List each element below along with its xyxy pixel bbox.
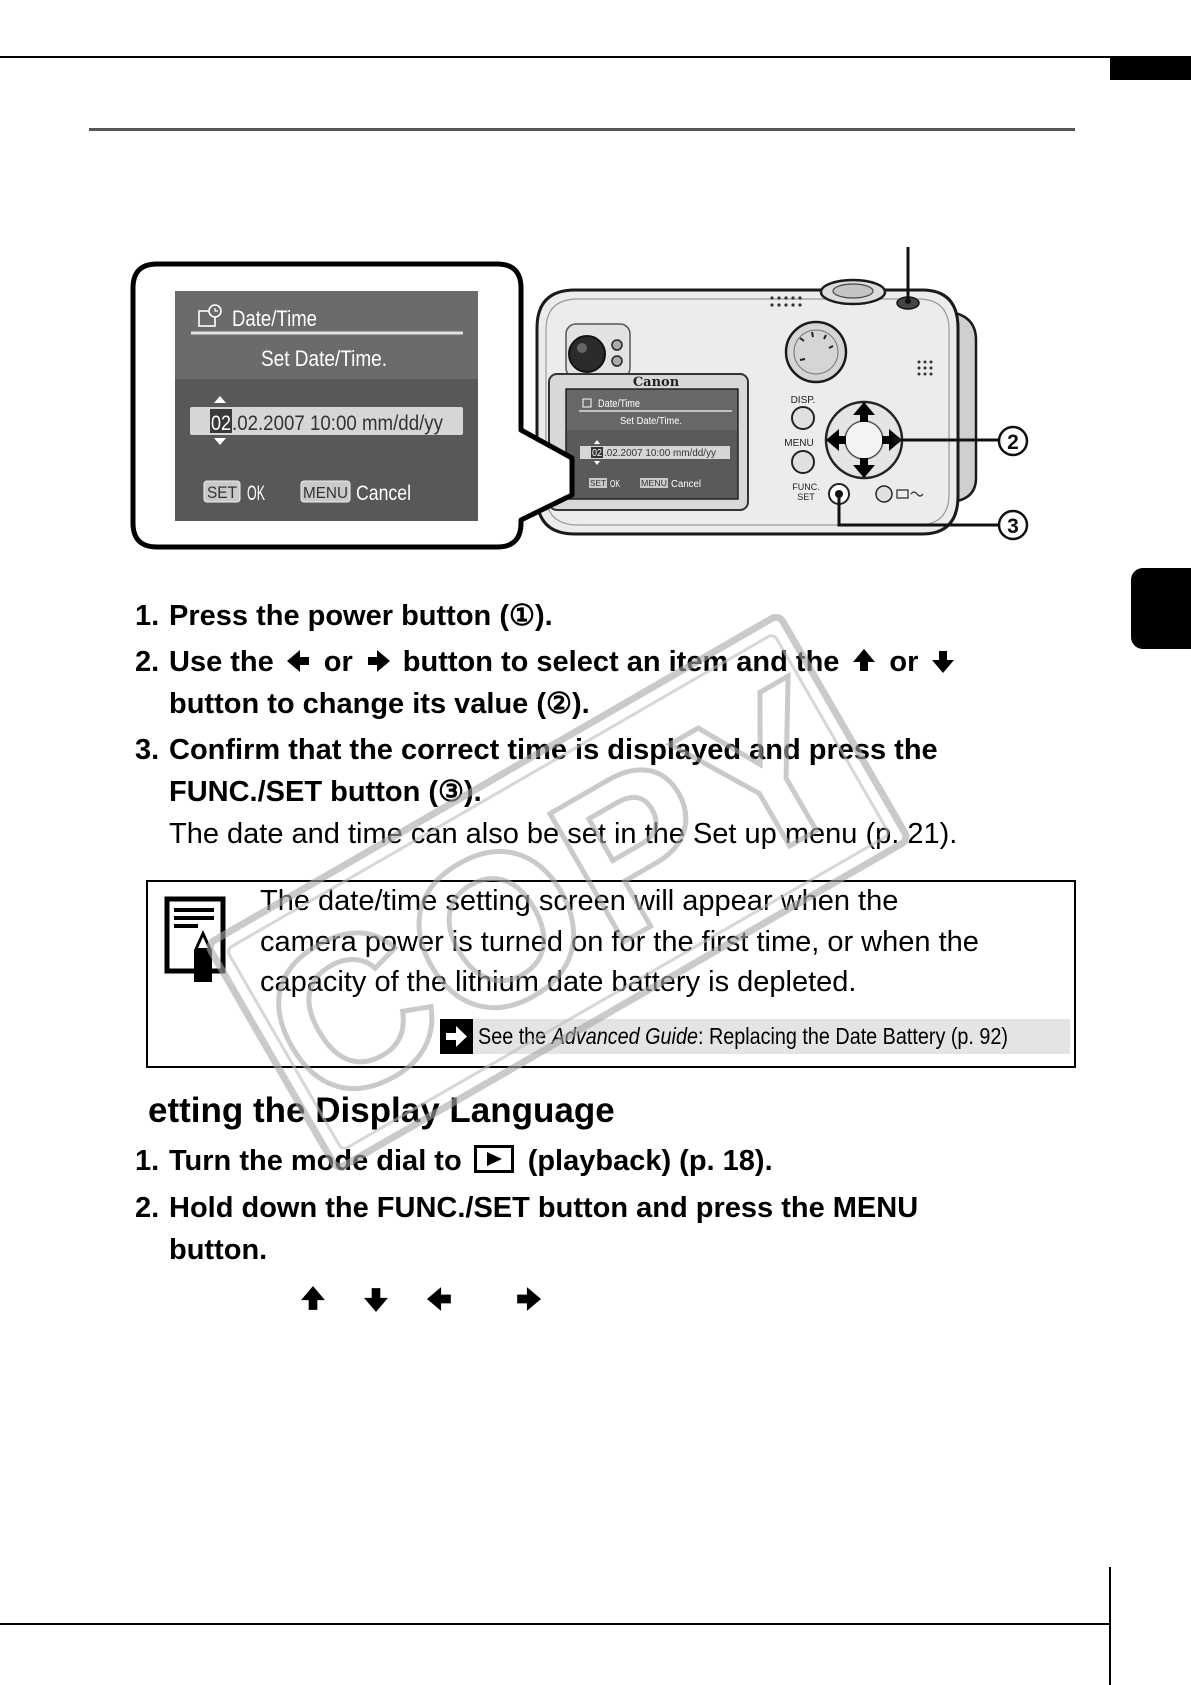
camera-lcd-screen: Date/Time Set Date/Time. 02 .02.2007 10:…: [565, 388, 739, 500]
camera-brand-logo: Canon: [633, 375, 680, 390]
svg-text:.02.2007 10:00 mm/dd/yy: .02.2007 10:00 mm/dd/yy: [604, 448, 716, 459]
reference-prefix: See the: [478, 1023, 552, 1049]
viewfinder-panel: [565, 323, 631, 379]
callout-2: 2: [892, 425, 1029, 457]
step-number: 2.: [135, 646, 160, 678]
left-arrow-icon: [286, 649, 311, 673]
bottom-border-line: [0, 1623, 1111, 1625]
svg-text:Set Date/Time.: Set Date/Time.: [620, 416, 682, 427]
step-text: (playback) (p. 18).: [527, 1145, 773, 1177]
camera-illustration: Canon Date/Time Set Date/Time. 02 .02.20…: [130, 247, 1029, 550]
lcd-up-arrow-icon: [214, 396, 226, 403]
step-number: 3.: [135, 734, 160, 766]
up-arrow-icon: [301, 1286, 325, 1310]
menu-button[interactable]: [791, 450, 815, 474]
func-label-top: FUNC.: [792, 482, 820, 492]
lcd-date-field: [190, 407, 463, 435]
func-label-bottom: SET: [797, 492, 815, 502]
callout-3: 3: [835, 490, 1029, 541]
lcd-date-value: .02.2007 10:00 mm/dd/yy: [232, 412, 443, 435]
disp-label: DISP.: [791, 395, 816, 406]
top-speaker-grille: [770, 296, 802, 307]
step-2: 2. Hold down the FUNC./SET button and pre…: [135, 1191, 918, 1225]
top-corner-tab: [1110, 58, 1191, 80]
lcd-title: Date/Time: [232, 306, 317, 331]
svg-text:02: 02: [592, 448, 602, 459]
step-text: Hold down the FUNC./SET button and press…: [169, 1192, 919, 1224]
svg-text:SET: SET: [590, 479, 606, 488]
svg-text:Date/Time: Date/Time: [598, 398, 640, 410]
note-box: The date/time setting screen will appear…: [146, 880, 1076, 1068]
step-3-continuation: FUNC./SET button (③).: [169, 776, 482, 808]
step-text: Use the: [169, 646, 274, 678]
reference-guide-title: Advanced Guide: [551, 1023, 698, 1049]
svg-text:Cancel: Cancel: [671, 479, 701, 490]
top-border-line: [0, 56, 1191, 58]
reference-arrow-icon: [440, 1019, 473, 1054]
step-text: or: [889, 646, 919, 678]
mode-dial: [784, 320, 848, 384]
lcd-set-key: SET: [207, 483, 237, 502]
note-line: camera power is turned on for the first …: [260, 926, 979, 958]
menu-label: MENU: [784, 438, 813, 449]
step-2-continuation: button to change its value (②).: [169, 688, 590, 720]
step-1: 1. Press the power button (①).: [135, 599, 553, 633]
lcd-subtitle: Set Date/Time.: [261, 346, 387, 371]
section-heading: etting the Display Language: [148, 1091, 615, 1130]
note-line: capacity of the lithium date battery is …: [260, 966, 857, 998]
lcd-down-arrow-icon: [214, 438, 226, 445]
callout-2-number: 2: [1007, 431, 1019, 454]
step-text: button to select an item and the: [402, 646, 840, 678]
callout-3-number: 3: [1007, 515, 1019, 538]
left-arrow-icon: [427, 1287, 451, 1311]
lcd-ok: OK: [247, 482, 265, 505]
step-number: 1.: [135, 1145, 160, 1177]
step-text: or: [323, 646, 353, 678]
step-2-continuation: button.: [169, 1234, 268, 1266]
dial-left-arrow-icon: [826, 429, 846, 451]
step-number: 1.: [135, 600, 160, 632]
lcd-menu-key: MENU: [303, 485, 348, 502]
playback-icon: [473, 1145, 514, 1173]
lcd-zoom-screen: Date/Time Set Date/Time. 02 .02.2007 10:…: [175, 291, 478, 521]
bottom-vertical-line: [1109, 1567, 1111, 1685]
reference-suffix: : Replacing the Date Battery (p. 92): [697, 1023, 1009, 1049]
dial-down-arrow-icon: [853, 458, 875, 478]
dial-up-arrow-icon: [853, 402, 875, 422]
down-arrow-icon: [364, 1288, 388, 1312]
step-3: 3. Confirm that the correct time is displ…: [135, 733, 938, 767]
callout-power: [905, 247, 911, 304]
step-text: Press the power button (①).: [169, 600, 553, 632]
right-arrow-icon: [517, 1287, 541, 1311]
step-number: 2.: [135, 1192, 160, 1224]
lcd-cancel: Cancel: [356, 482, 411, 505]
svg-text:OK: OK: [610, 479, 620, 490]
step-text: Turn the mode dial to: [169, 1145, 462, 1177]
disp-button[interactable]: [791, 406, 815, 430]
reference-text: See the Advanced Guide: Replacing the Da…: [478, 1019, 1008, 1054]
control-dial[interactable]: [824, 400, 904, 480]
up-arrow-icon: [852, 649, 876, 673]
memo-pencil-icon: [164, 896, 226, 982]
step-2: 2. Use the or button to select an item and …: [135, 645, 968, 679]
step-1: 1. Turn the mode dial to (playback) (p. 18…: [135, 1144, 773, 1178]
note-line: The date/time setting screen will appear…: [260, 885, 899, 917]
step-3-detail: The date and time can also be set in the…: [169, 818, 958, 850]
right-arrow-icon: [366, 649, 390, 673]
reference-link[interactable]: See the Advanced Guide: Replacing the Da…: [440, 1019, 1070, 1054]
calendar-clock-icon: [198, 304, 222, 327]
chapter-side-tab: [1131, 568, 1191, 649]
lcd-date-selected: 02: [211, 412, 231, 435]
down-arrow-icon: [931, 649, 955, 673]
svg-text:MENU: MENU: [641, 479, 667, 488]
step-text: Confirm that the correct time is display…: [169, 734, 938, 766]
section-rule: [89, 128, 1075, 131]
print-share-icon: [896, 489, 924, 499]
camera-body: Canon Date/Time Set Date/Time. 02 .02.20…: [529, 278, 978, 536]
right-speaker-grille: [917, 360, 933, 376]
erase-button[interactable]: [875, 485, 893, 503]
